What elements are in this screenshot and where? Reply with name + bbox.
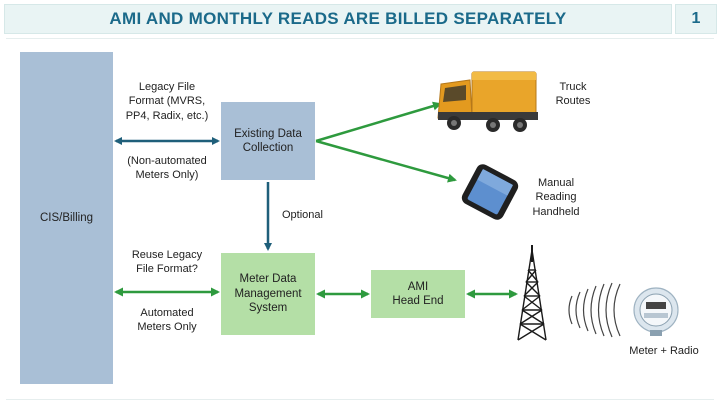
legacy-format-label: Legacy File Format (MVRS, PP4, Radix, et…: [125, 81, 209, 122]
manual-reading-label: Manual Reading Handheld: [532, 177, 580, 218]
ami-head-end-box: AMI Head End: [371, 270, 465, 318]
automated-label: Automated Meters Only: [137, 307, 197, 334]
bottom-divider: [6, 399, 714, 400]
meter-data-management-box: Meter Data Management System: [221, 253, 315, 335]
meter-data-management-label: Meter Data Management System: [234, 273, 302, 315]
radio-waves: [568, 282, 621, 338]
truck-route-arrow: [315, 101, 442, 143]
top-divider: [6, 38, 714, 39]
ami-head-end-label: AMI Head End: [392, 280, 444, 307]
reuse-legacy-label: Reuse Legacy File Format?: [131, 249, 203, 276]
title-bar: AMI AND MONTHLY READS ARE BILLED SEPARAT…: [4, 4, 672, 34]
handheld-device-icon: [461, 164, 519, 220]
figure-number: 1: [675, 4, 717, 34]
cis-billing-box: CIS/Billing: [20, 52, 113, 384]
meter-icon: [633, 287, 679, 336]
figure-title: AMI AND MONTHLY READS ARE BILLED SEPARAT…: [109, 9, 567, 28]
truck-routes-label: Truck Routes: [555, 81, 591, 108]
handheld-arrow: [315, 139, 457, 183]
cis-billing-label: CIS/Billing: [39, 211, 94, 224]
optional-label: Optional: [282, 209, 323, 221]
existing-data-collection-label: Existing Data Collection: [234, 127, 302, 154]
non-automated-label: (Non-automated Meters Only): [127, 155, 207, 182]
radio-tower-icon: [517, 245, 547, 341]
truck-icon: [437, 71, 538, 132]
existing-data-collection-box: Existing Data Collection: [221, 102, 315, 180]
meter-radio-label: Meter + Radio: [629, 345, 699, 357]
